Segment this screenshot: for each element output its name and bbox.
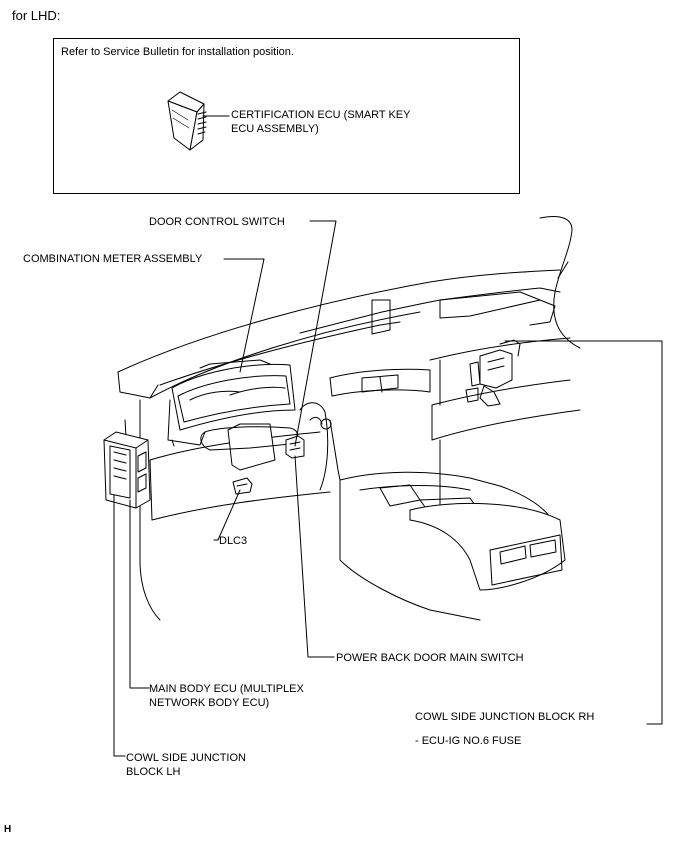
note-text: Refer to Service Bulletin for installati… [61, 46, 294, 58]
cowl-side-junction-rh-label: COWL SIDE JUNCTION BLOCK RH [415, 711, 595, 723]
door-control-switch-label: DOOR CONTROL SWITCH [149, 216, 285, 228]
dlc3-connector [232, 477, 253, 495]
leader-lines [113, 220, 663, 757]
cowl-side-junction-block-rh [465, 339, 521, 407]
dlc3-label: DLC3 [219, 535, 248, 547]
door-control-switch [285, 435, 305, 459]
footer-code: H [4, 824, 12, 835]
combination-meter [167, 359, 296, 447]
power-back-door-switch-label: POWER BACK DOOR MAIN SWITCH [336, 652, 524, 664]
note-box [53, 38, 520, 194]
main-body-ecu-label-2: NETWORK BODY ECU) [149, 697, 270, 709]
certification-ecu-label-2: ECU ASSEMBLY) [231, 123, 319, 135]
cowl-rh-fuse-label: - ECU-IG NO.6 FUSE [415, 735, 522, 747]
cowl-side-junction-lh-label-2: BLOCK LH [126, 766, 181, 778]
certification-ecu-module [167, 91, 207, 151]
cowl-side-junction-block-lh [103, 431, 151, 509]
cowl-side-junction-lh-label: COWL SIDE JUNCTION [126, 752, 246, 764]
certification-ecu-label: CERTIFICATION ECU (SMART KEY [231, 109, 411, 121]
main-body-ecu-label: MAIN BODY ECU (MULTIPLEX [149, 683, 304, 695]
dashboard-outline [117, 216, 581, 621]
combination-meter-label: COMBINATION METER ASSEMBLY [23, 253, 203, 265]
header-label: for LHD: [12, 8, 61, 23]
